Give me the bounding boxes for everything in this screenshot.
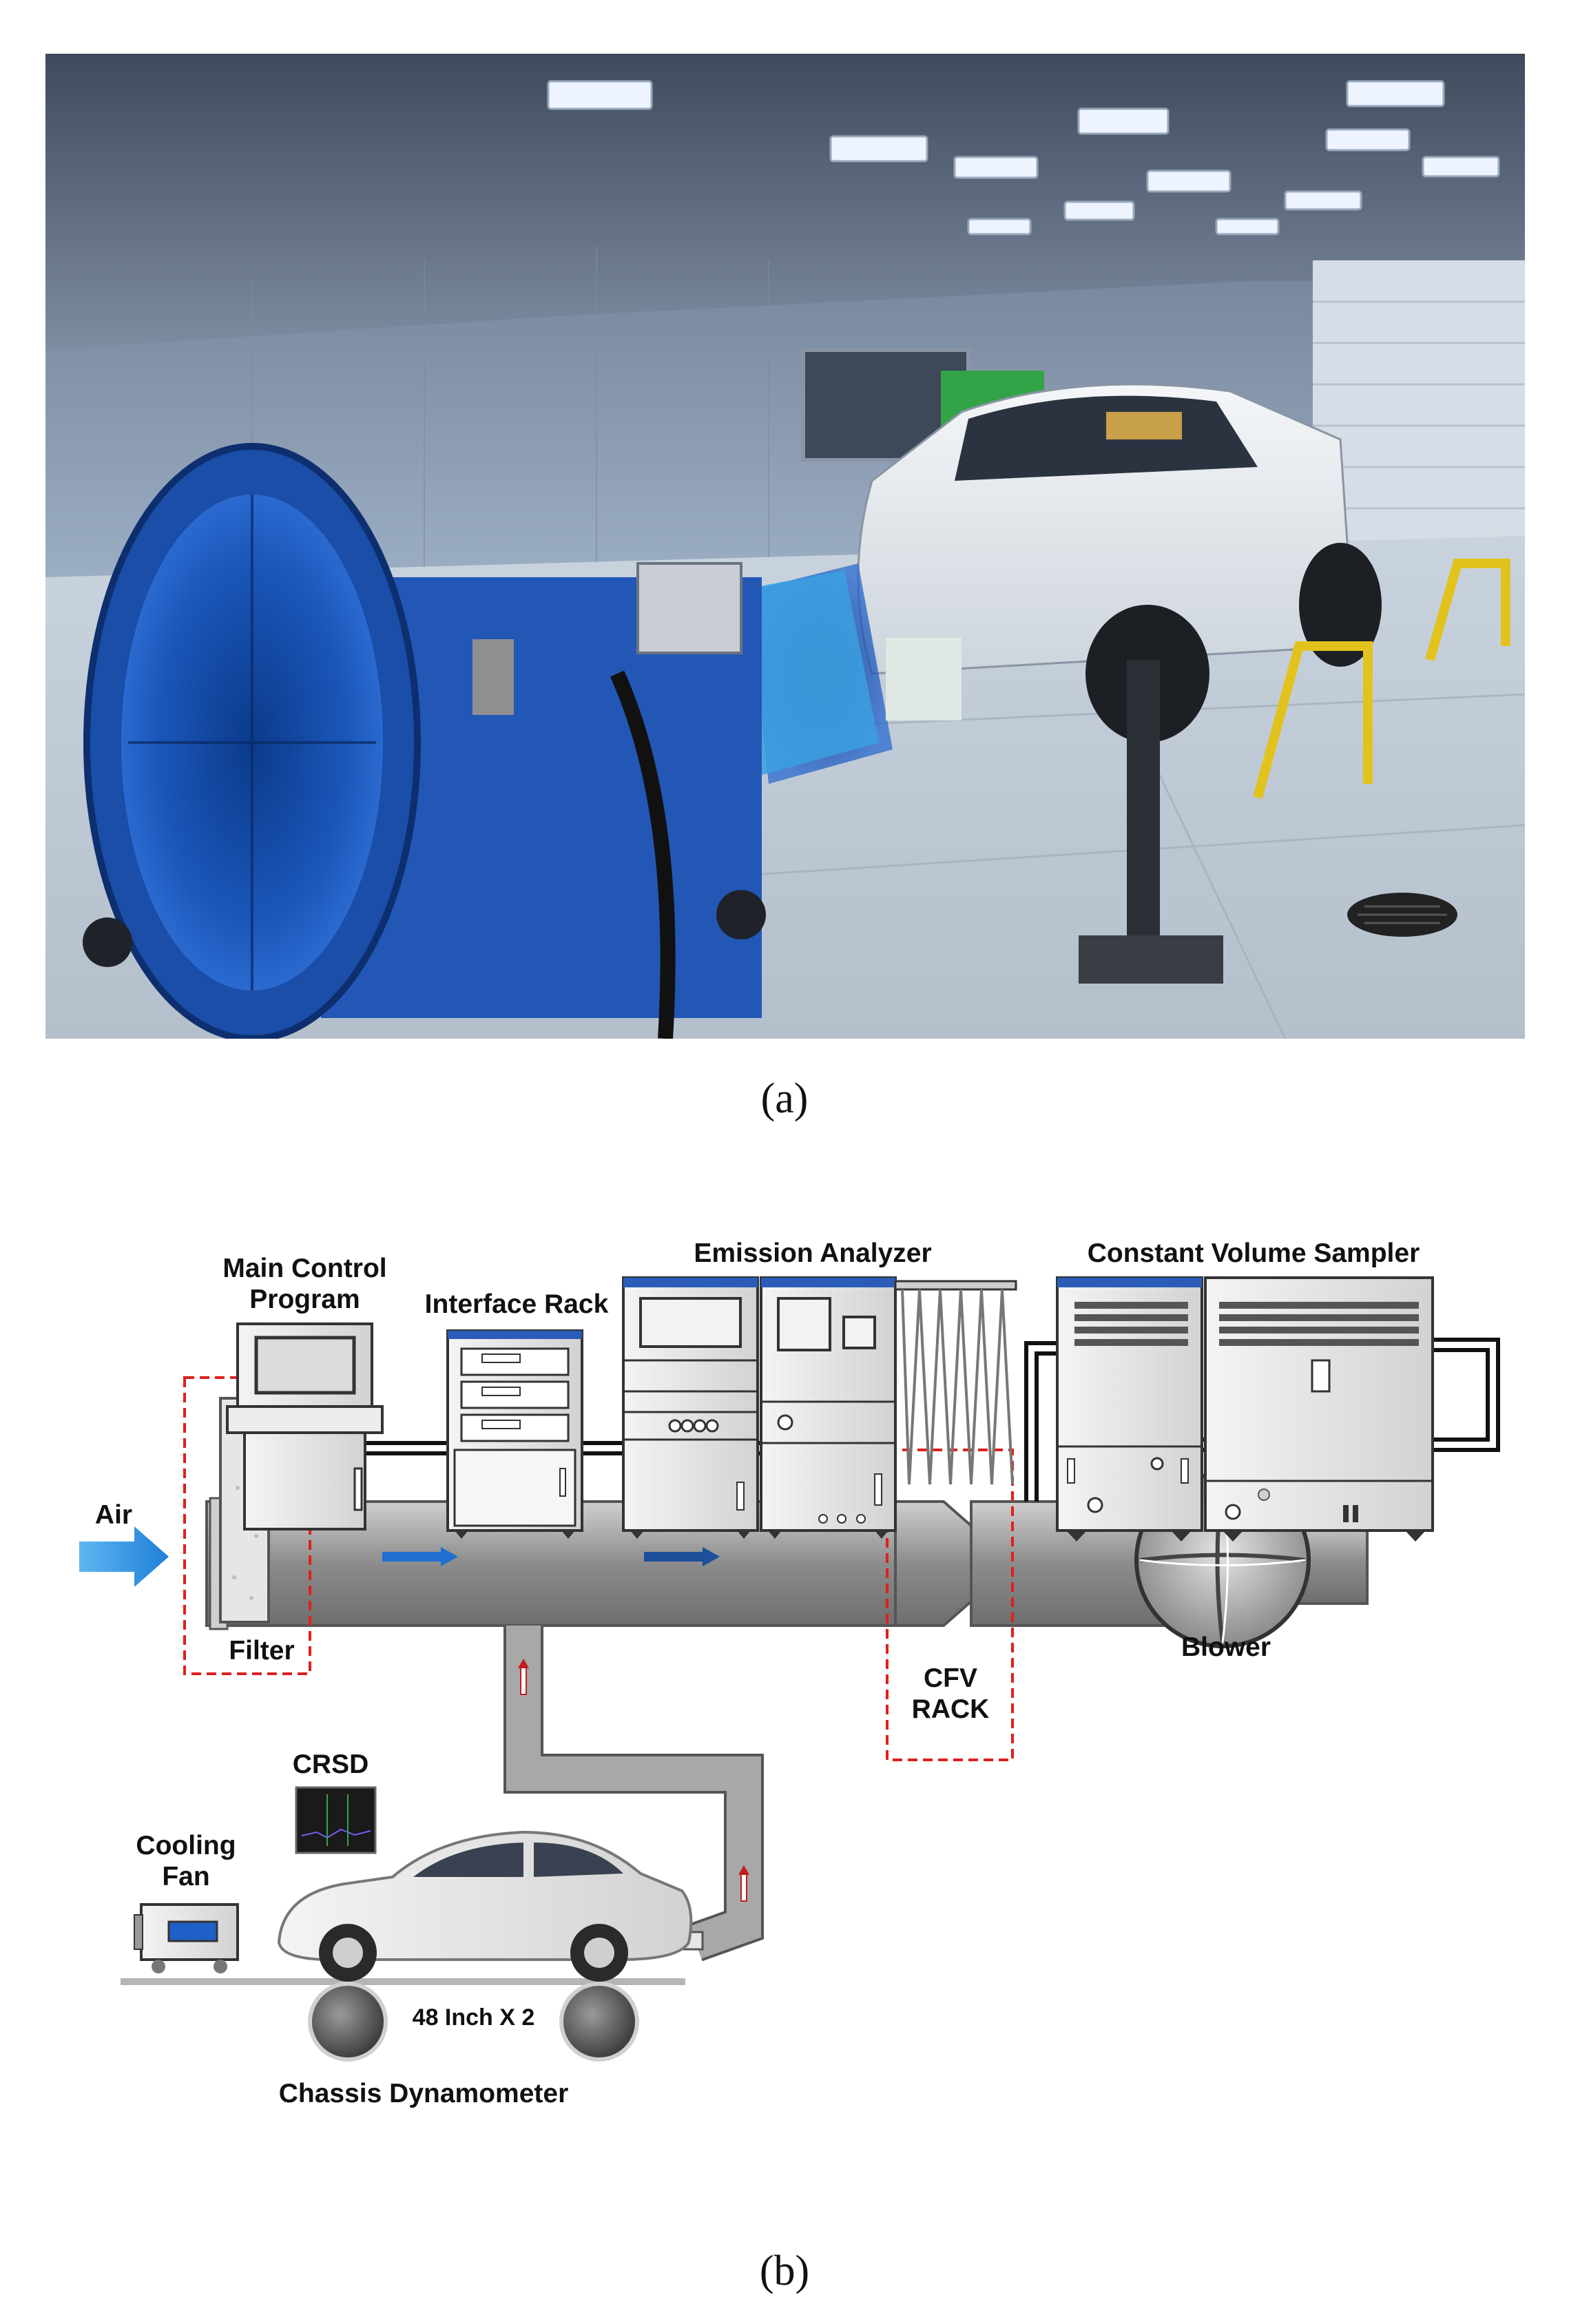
interface-rack bbox=[446, 1329, 583, 1539]
label-filter: Filter bbox=[229, 1636, 295, 1666]
test-cell-photo bbox=[45, 54, 1525, 1039]
cvs-cabinet-1 bbox=[1056, 1276, 1203, 1542]
heated-sample-line bbox=[894, 1280, 1017, 1485]
label-roller-size: 48 Inch X 2 bbox=[412, 2004, 535, 2031]
emission-analyzer-cabinet-2 bbox=[760, 1276, 897, 1539]
exhaust-flow-arrows bbox=[518, 1659, 749, 1902]
cvs-cabinet-2 bbox=[1204, 1276, 1434, 1542]
photo-panel bbox=[45, 54, 1525, 1039]
label-blower: Blower bbox=[1181, 1632, 1271, 1662]
masked-plate bbox=[886, 638, 962, 720]
label-cooling-fan: Cooling Fan bbox=[136, 1831, 236, 1891]
dyno-roller-front bbox=[308, 1982, 388, 2062]
dyno-roller-rear bbox=[559, 1982, 639, 2062]
air-inlet-arrow bbox=[79, 1526, 169, 1587]
label-cfv-rack: CFV RACK bbox=[911, 1663, 990, 1724]
ceiling-lights bbox=[547, 80, 1500, 236]
label-constant-volume-sampler: Constant Volume Sampler bbox=[1087, 1238, 1420, 1268]
schematic-panel: Main Control Program Interface Rack Emis… bbox=[0, 1212, 1569, 2218]
label-crsd: CRSD bbox=[292, 1750, 369, 1779]
label-chassis-dynamometer: Chassis Dynamometer bbox=[278, 2079, 569, 2108]
test-vehicle bbox=[857, 383, 1382, 743]
panel-b-caption: (b) bbox=[759, 2248, 810, 2294]
schematic-drawing bbox=[79, 1276, 1500, 2062]
cfv-venturi bbox=[894, 1500, 973, 1627]
label-emission-analyzer: Emission Analyzer bbox=[694, 1238, 932, 1268]
test-vehicle-schematic bbox=[277, 1830, 693, 1982]
panel-a-caption: (a) bbox=[760, 1075, 809, 1122]
label-air: Air bbox=[94, 1500, 133, 1530]
label-interface-rack: Interface Rack bbox=[424, 1289, 609, 1319]
main-control-computer bbox=[226, 1322, 384, 1531]
label-main-control-program: Main Control Program bbox=[222, 1254, 387, 1314]
crsd-monitor bbox=[295, 1786, 377, 1854]
emission-analyzer-cabinet-1 bbox=[622, 1276, 759, 1539]
cooling-fan-photo bbox=[83, 443, 766, 1039]
cooling-fan-unit bbox=[134, 1903, 239, 1973]
